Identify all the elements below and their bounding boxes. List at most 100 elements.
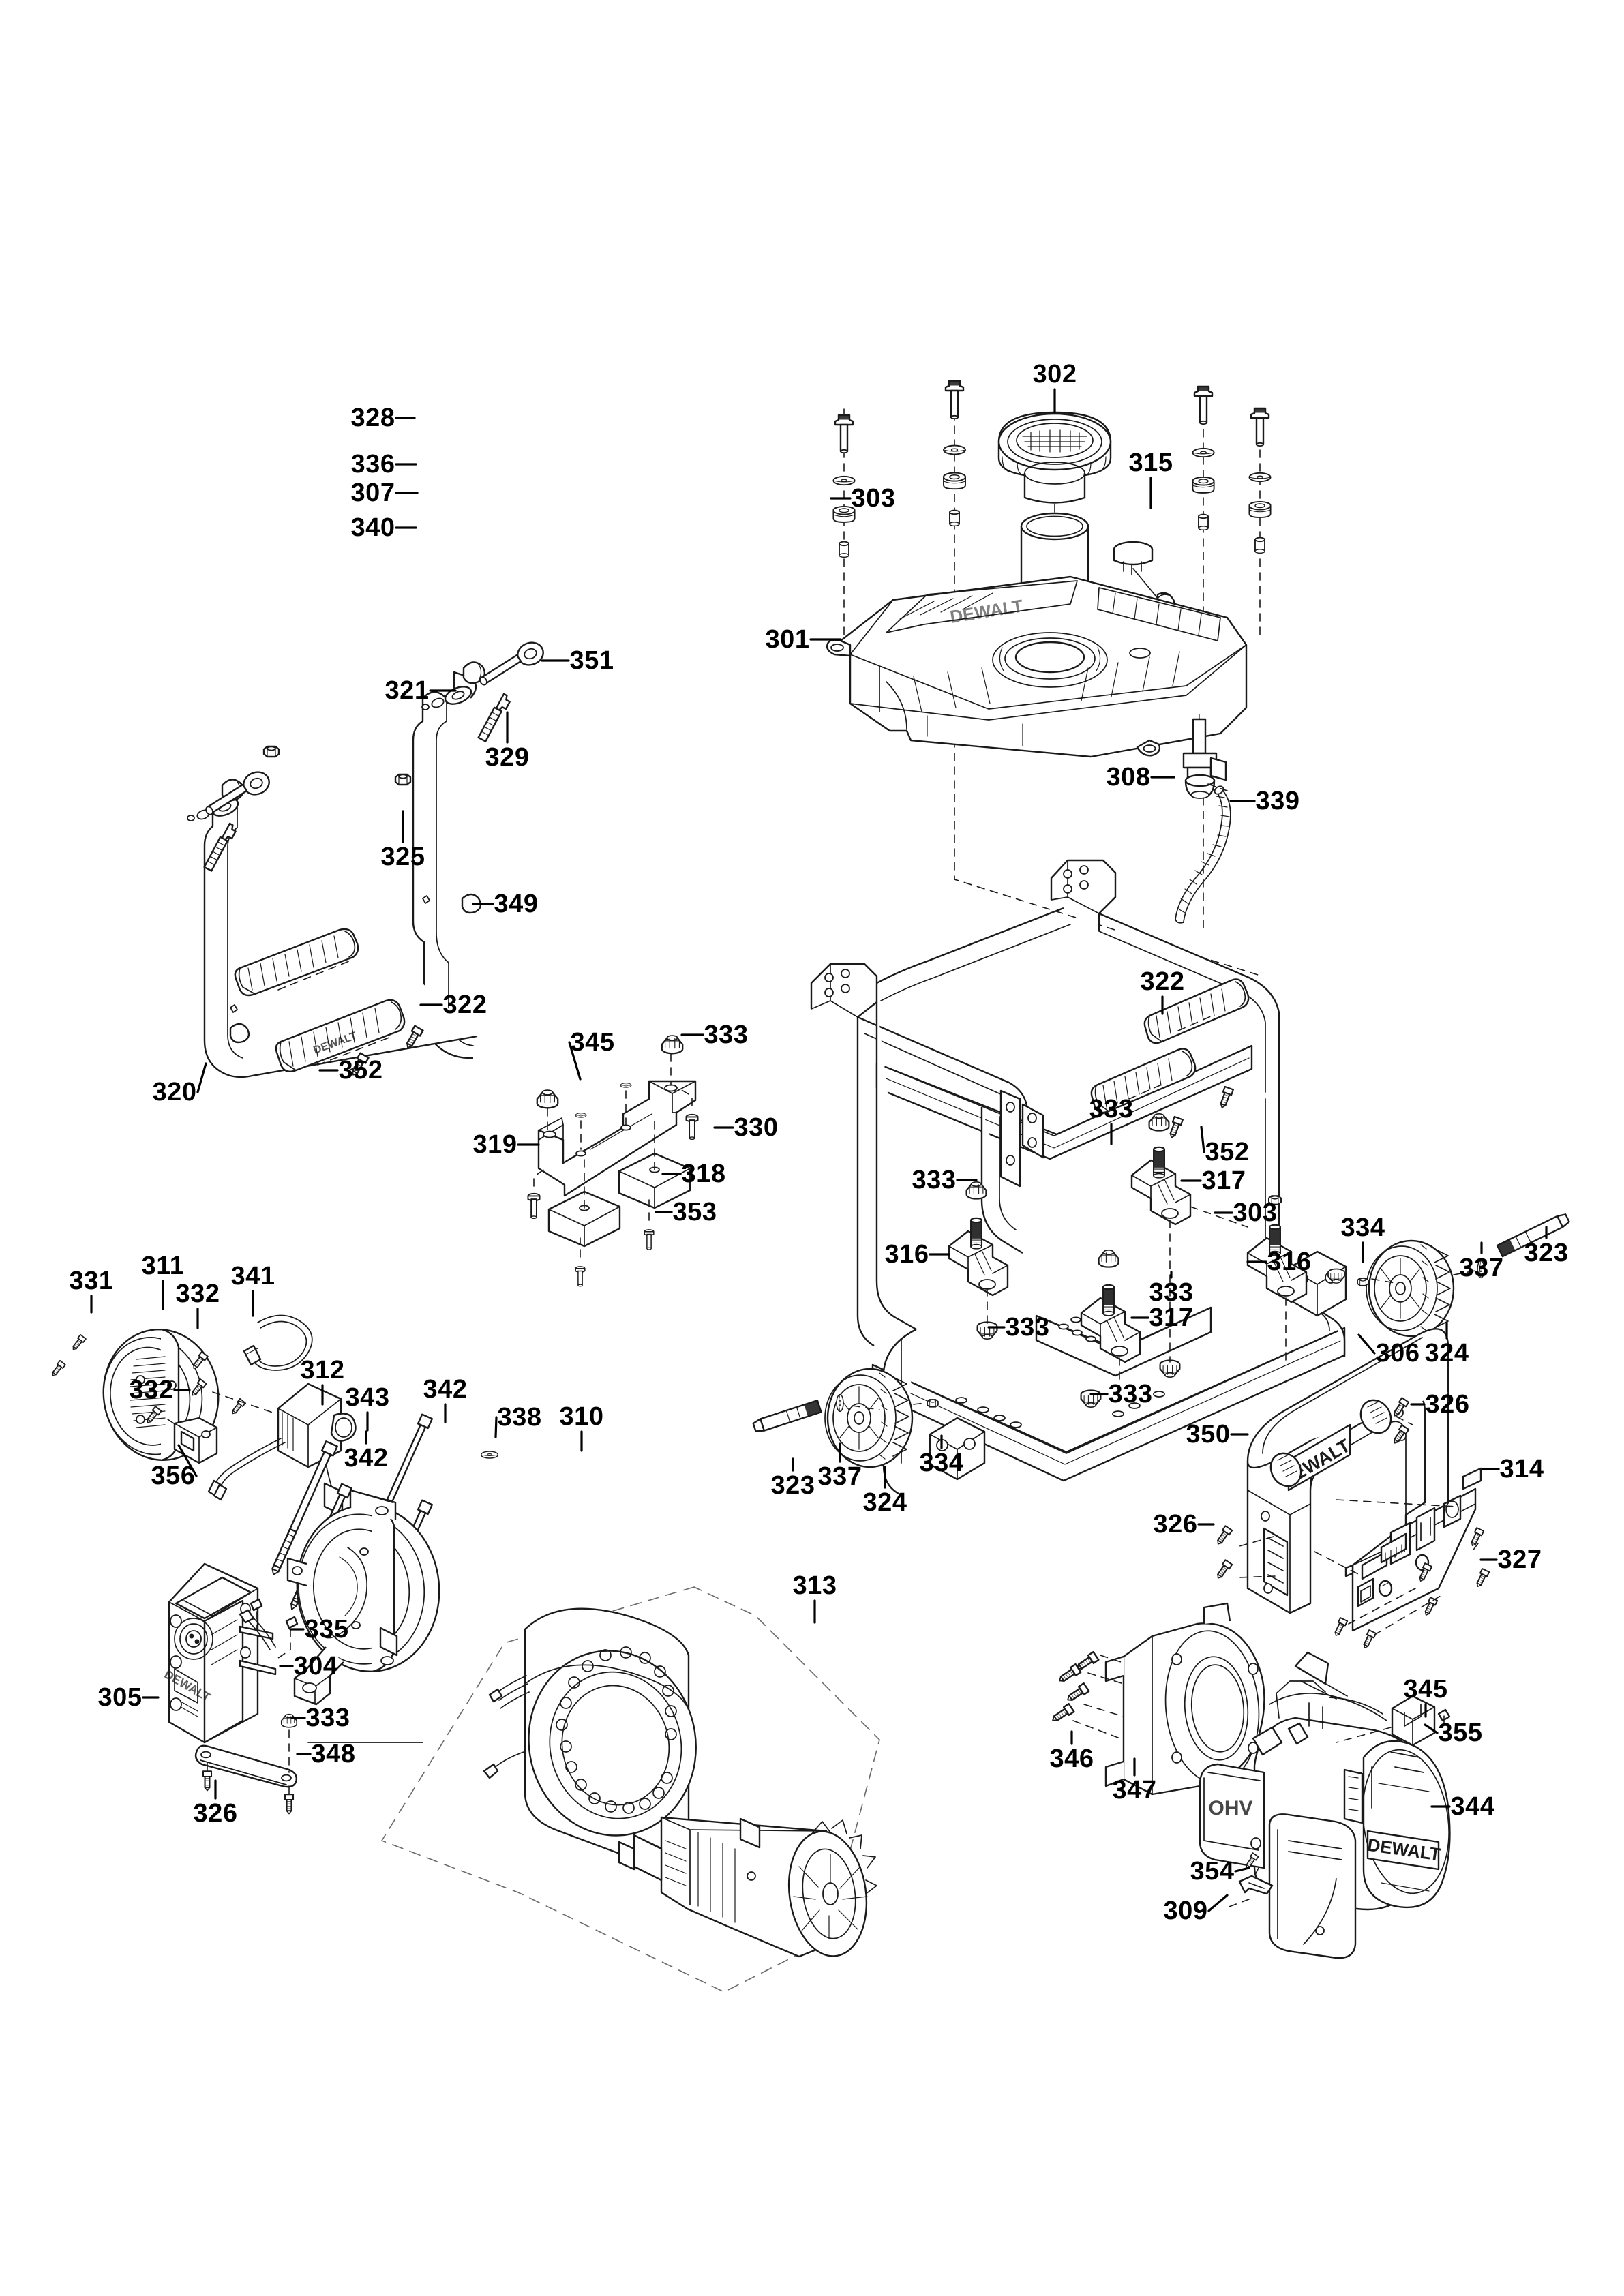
callout-334: 334 [919,1449,964,1477]
callout-301: 301 [765,625,810,654]
stator-rotor-313 [380,1586,880,1993]
callout-347: 347 [1112,1776,1157,1804]
callout-333: 333 [704,1021,749,1049]
handle-assembly: DEWALT [187,641,544,1078]
callout-330: 330 [734,1113,779,1142]
isolator-318 [618,1152,691,1209]
callout-351: 351 [569,646,614,675]
callout-331: 331 [69,1267,114,1295]
plug-349 [461,893,482,914]
callout-323: 323 [1524,1239,1569,1267]
callout-325: 325 [380,843,425,871]
grip-322-frame-lower [1090,1048,1197,1114]
callout-320: 320 [152,1078,197,1106]
leader-line-355 [1424,1723,1439,1734]
callout-leaders [90,388,1548,1912]
callout-323: 323 [770,1471,815,1500]
isolator-318b [547,1190,621,1248]
callout-340: 340 [350,513,395,542]
isolator-mount-317-lower [1080,1297,1141,1363]
callout-342: 342 [423,1375,468,1404]
isolator-mount-317-upper [1130,1159,1192,1226]
adapter-housing-347 [1104,1602,1265,1796]
callout-336: 336 [350,450,395,479]
callout-319: 319 [472,1130,517,1159]
callout-333: 333 [1108,1380,1153,1408]
callout-353: 353 [672,1198,717,1226]
leader-line-356 [177,1444,198,1477]
callout-335: 335 [304,1615,349,1644]
callout-306: 306 [1375,1339,1420,1368]
callout-326: 326 [1425,1390,1470,1419]
callout-341: 341 [230,1262,275,1290]
bracket-356 [173,1417,218,1464]
strap-348 [194,1744,298,1788]
callout-345: 345 [570,1028,615,1057]
callout-339: 339 [1255,787,1300,815]
eye-bolt-351 [479,641,544,686]
callout-328: 328 [350,404,395,432]
cable-tie-341 [243,1314,313,1371]
leader-line-345 [568,1041,582,1081]
callout-344: 344 [1450,1792,1495,1821]
regulator-305: DEWALT [162,1562,259,1744]
pin-345 [1437,1708,1451,1722]
callout-329: 329 [485,743,530,772]
leader-line-352 [1200,1126,1205,1153]
callout-338: 338 [497,1403,542,1432]
handle-tube-320 [187,671,478,1078]
callout-327: 327 [1497,1545,1542,1574]
leader-line-320 [196,1062,207,1093]
callout-343: 343 [345,1383,390,1412]
callout-337: 337 [1459,1254,1504,1282]
callout-346: 346 [1049,1744,1094,1773]
callout-345: 345 [1403,1675,1448,1704]
callout-302: 302 [1032,360,1077,389]
callout-307: 307 [350,479,395,507]
callout-315: 315 [1128,449,1173,477]
callout-332: 332 [129,1376,174,1404]
callout-303: 303 [1233,1198,1278,1227]
callout-304: 304 [293,1652,338,1680]
callout-312: 312 [300,1356,345,1385]
clip-335 [285,1616,299,1629]
callout-334: 334 [1340,1213,1385,1242]
outlet-panel-314 [1344,1467,1482,1632]
callout-352: 352 [1205,1138,1250,1166]
callout-316: 316 [1267,1248,1312,1276]
callout-317: 317 [1149,1303,1194,1332]
callout-317: 317 [1201,1166,1246,1195]
callout-314: 314 [1499,1455,1544,1483]
callout-333: 333 [1005,1313,1050,1342]
isolator-mount-316-left [948,1230,1009,1297]
end-bracket-310 [286,1489,440,1706]
fuel-tank-assembly: DEWALT [826,380,1272,976]
callout-311: 311 [141,1252,185,1280]
bushing-355 [1391,1695,1436,1747]
grip-322-rear [234,928,359,997]
axle-323-left [752,1400,822,1432]
voltage-regulator-assembly: DEWALT [162,1562,423,1815]
callout-308: 308 [1106,763,1151,791]
svg-text:OHV: OHV [1208,1797,1252,1819]
leader-line-306 [1357,1333,1376,1355]
through-bolt-343 [271,1440,338,1575]
callout-324: 324 [862,1488,907,1517]
callout-322: 322 [442,991,487,1019]
callout-321: 321 [385,676,430,705]
callout-342: 342 [344,1444,389,1472]
bracket-assembly-345 [527,1034,699,1287]
fuel-valve-308 [1182,714,1227,799]
callout-348: 348 [311,1740,356,1768]
frame-assembly-330 [810,859,1347,1496]
callout-354: 354 [1190,1857,1235,1886]
callout-350: 350 [1186,1420,1231,1449]
terminal-304a [239,1625,274,1640]
wheel-324-right [1366,1239,1455,1338]
callout-324: 324 [1424,1339,1469,1368]
callout-326: 326 [193,1799,238,1828]
fuel-tank-301: DEWALT [826,575,1248,758]
wheel-324-left [824,1368,914,1468]
grip-322-frame-upper [1143,978,1250,1044]
